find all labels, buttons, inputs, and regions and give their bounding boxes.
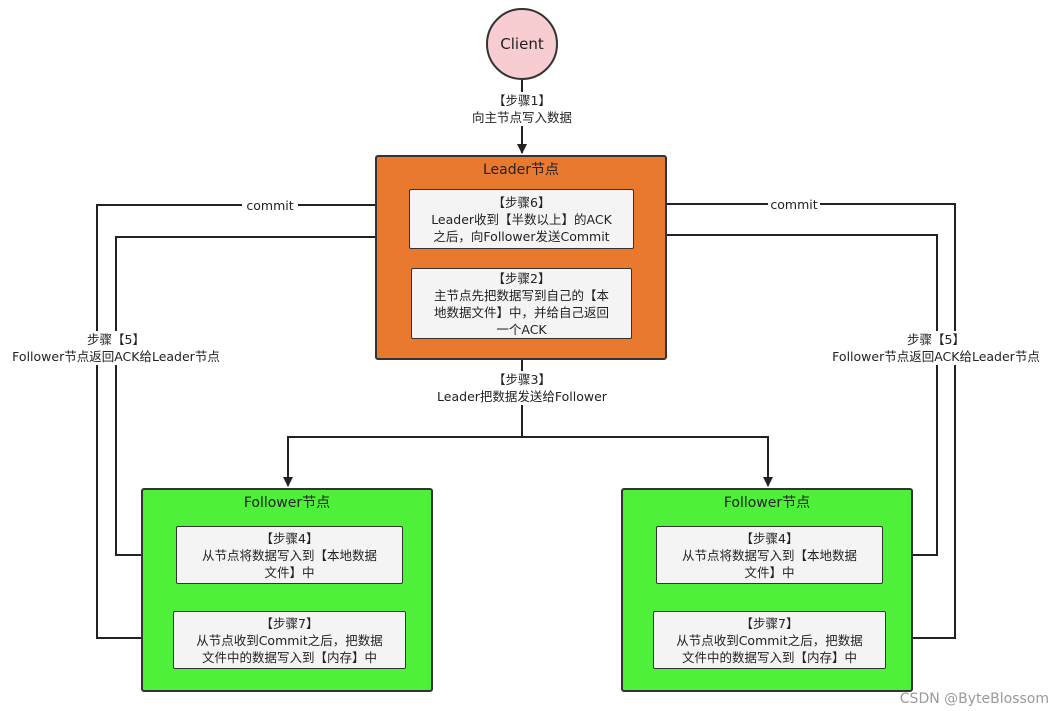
step2-line3: 一个ACK <box>496 321 547 337</box>
edge-leader-to-followers <box>283 339 523 487</box>
fl-step4-line2: 文件】中 <box>264 564 315 580</box>
step1-text: 向主节点写入数据 <box>471 110 572 125</box>
fl-step4-line1: 从节点将数据写入到【本地数据 <box>201 547 377 563</box>
follower-left-step7-box: 【步骤7】 从节点收到Commit之后，把数据 文件中的数据写入到【内存】中 <box>173 611 406 669</box>
leader-step2-box: 【步骤2】 主节点先把数据写到自己的【本 地数据文件】中，并给自己返回 一个AC… <box>411 268 632 339</box>
leader-title: Leader节点 <box>482 162 559 178</box>
client-label: Client <box>500 35 544 53</box>
step5-left-label: 步骤【5】 Follower节点返回ACK给Leader节点 <box>2 331 230 365</box>
step5-left-text: Follower节点返回ACK给Leader节点 <box>12 349 220 364</box>
follower-right-title: Follower节点 <box>723 495 811 511</box>
follower-right-step7-box: 【步骤7】 从节点收到Commit之后，把数据 文件中的数据写入到【内存】中 <box>653 611 886 669</box>
fl-step7-title: 【步骤7】 <box>260 615 319 631</box>
commit-right-label: commit <box>768 196 820 213</box>
watermark: CSDN @ByteBlossom <box>899 691 1049 707</box>
step3-text: Leader把数据发送给Follower <box>437 389 607 404</box>
step2-line1: 主节点先把数据写到自己的【本 <box>433 287 609 303</box>
step3-label: 【步骤3】 Leader把数据发送给Follower <box>426 371 618 405</box>
client-node: Client <box>486 8 558 80</box>
step5-left-title: 步骤【5】 <box>87 332 145 347</box>
step5-right-title: 步骤【5】 <box>907 332 965 347</box>
step2-line2: 地数据文件】中，并给自己返回 <box>433 304 609 320</box>
fr-step7-line1: 从节点收到Commit之后，把数据 <box>676 632 863 648</box>
step5-right-label: 步骤【5】 Follower节点返回ACK给Leader节点 <box>827 331 1045 365</box>
leader-step6-box: 【步骤6】 Leader收到【半数以上】的ACK 之后，向Follower发送C… <box>409 189 634 249</box>
commit-left-label: commit <box>242 197 298 214</box>
step5-right-text: Follower节点返回ACK给Leader节点 <box>832 349 1040 364</box>
fr-step4-line2: 文件】中 <box>744 564 795 580</box>
fl-step4-title: 【步骤4】 <box>260 530 319 546</box>
step6-line2: 之后，向Follower发送Commit <box>433 228 610 244</box>
fl-step7-line1: 从节点收到Commit之后，把数据 <box>196 632 383 648</box>
step6-title: 【步骤6】 <box>492 194 551 210</box>
fr-step4-line1: 从节点将数据写入到【本地数据 <box>681 547 857 563</box>
step3-title: 【步骤3】 <box>493 372 551 387</box>
fr-step4-title: 【步骤4】 <box>740 530 799 546</box>
follower-left-step4-box: 【步骤4】 从节点将数据写入到【本地数据 文件】中 <box>176 526 403 584</box>
step1-label: 【步骤1】 向主节点写入数据 <box>462 92 582 126</box>
edge-leader-to-follower-right <box>522 436 773 487</box>
follower-right-step4-box: 【步骤4】 从节点将数据写入到【本地数据 文件】中 <box>656 526 883 584</box>
fr-step7-title: 【步骤7】 <box>740 615 799 631</box>
step6-line1: Leader收到【半数以上】的ACK <box>431 211 612 227</box>
step1-title: 【步骤1】 <box>493 93 551 108</box>
fl-step7-line2: 文件中的数据写入到【内存】中 <box>201 649 377 665</box>
fr-step7-line2: 文件中的数据写入到【内存】中 <box>681 649 857 665</box>
follower-left-title: Follower节点 <box>243 495 331 511</box>
step2-title: 【步骤2】 <box>492 270 551 286</box>
